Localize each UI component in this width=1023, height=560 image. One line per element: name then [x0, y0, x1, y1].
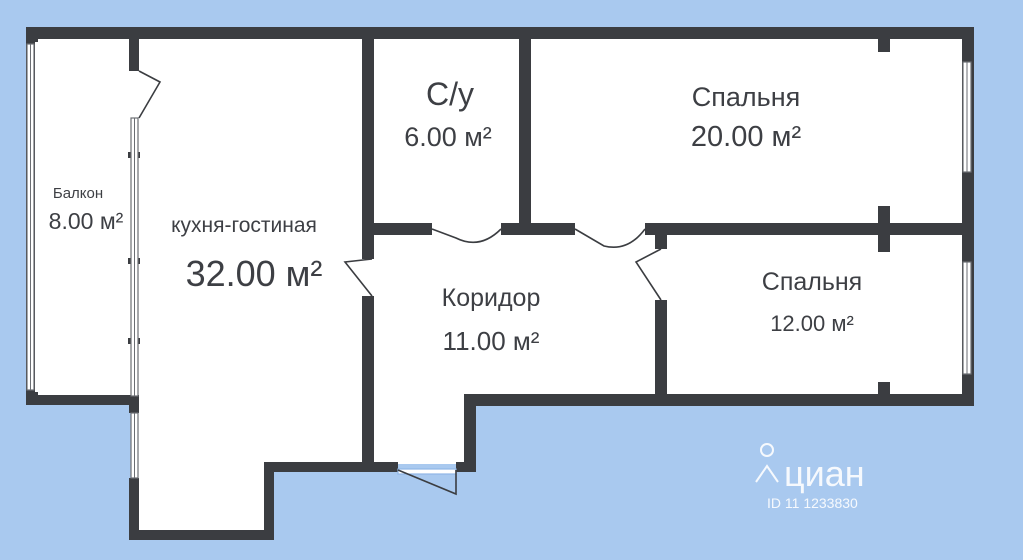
room-area-bedroom1: 20.00 м² [691, 121, 802, 153]
mullion-4 [26, 36, 38, 42]
pilaster-2 [878, 206, 890, 252]
mullion-5 [26, 392, 38, 398]
door-entry [397, 469, 457, 496]
windows [26, 43, 972, 479]
floors [30, 34, 970, 534]
room-labels: Балкон 8.00 м² кухня-гостиная 32.00 м² С… [49, 76, 863, 356]
wall-balcony-kitchen [129, 27, 139, 71]
watermark-brand: циан [784, 453, 865, 494]
door-bedroom1 [574, 228, 646, 248]
wall-bedroom2-stub [655, 223, 667, 249]
pilaster-1 [878, 34, 890, 52]
watermark-id: ID 11 1233830 [767, 495, 858, 511]
wall-kitchen-right-top [362, 27, 374, 259]
doors [138, 70, 662, 496]
wall-bedroom-bottom [645, 223, 974, 235]
location-pin-icon [755, 443, 779, 483]
room-area-bedroom2: 12.00 м² [770, 311, 854, 336]
wall-balcony-bottom [26, 395, 138, 405]
room-name-bedroom1: Спальня [692, 82, 801, 112]
room-area-kitchen: 32.00 м² [186, 253, 323, 294]
wall-bath-bottom-b [501, 223, 575, 235]
room-name-bathroom: С/у [426, 76, 474, 112]
wall-bath-bottom-a [362, 223, 432, 235]
wall-corridor-bedroom2 [655, 300, 667, 402]
room-name-bedroom2: Спальня [762, 268, 862, 296]
room-name-corridor: Коридор [442, 284, 541, 312]
wall-kitchen-bottom [129, 530, 274, 540]
pilaster-3 [878, 382, 890, 400]
watermark: циан ID 11 1233830 [755, 443, 865, 511]
door-balcony [138, 70, 162, 119]
door-bedroom2 [634, 248, 662, 301]
door-bathroom [431, 228, 502, 244]
wall-kitchen-step-h [264, 462, 398, 472]
wall-corridor-bottom [464, 394, 974, 406]
wall-top [26, 27, 974, 39]
wall-corridor-notch [464, 394, 476, 470]
wall-corridor-entry [456, 462, 476, 472]
wall-bath-bedroom [519, 27, 531, 235]
wall-kitchen-step-v [264, 462, 274, 540]
floor-main [134, 34, 970, 534]
wall-kitchen-left [129, 478, 139, 538]
room-name-balcony: Балкон [53, 185, 103, 202]
room-name-kitchen: кухня-гостиная [171, 214, 317, 237]
floor-balcony [30, 34, 134, 400]
door-kitchen [343, 258, 373, 297]
room-area-corridor: 11.00 м² [443, 326, 540, 356]
room-area-balcony: 8.00 м² [49, 208, 124, 234]
wall-kitchen-right-low [362, 296, 374, 472]
wall-balcony-kitchen-low [129, 395, 139, 413]
room-area-bathroom: 6.00 м² [404, 122, 492, 152]
